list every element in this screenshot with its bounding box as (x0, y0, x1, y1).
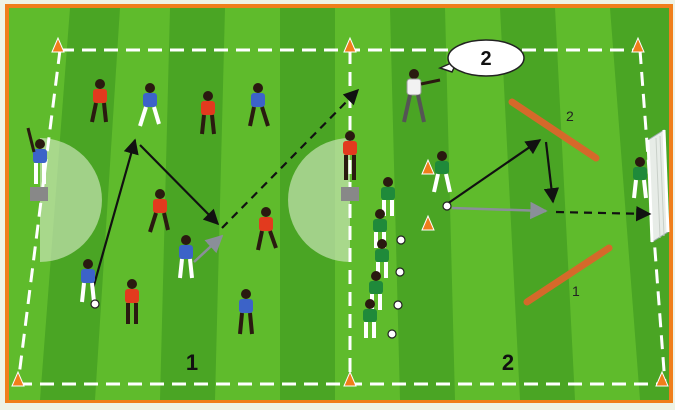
cone-icon (631, 36, 645, 53)
player-red (256, 207, 278, 251)
player-blue (80, 259, 96, 303)
ball-icon (442, 201, 452, 211)
goal (646, 129, 670, 243)
balls (90, 201, 452, 339)
mannequin-top: 2 (508, 98, 600, 162)
ball-icon (393, 300, 403, 310)
cone-icon (655, 370, 669, 387)
dribble-arrows (193, 201, 548, 263)
ball-icon (395, 267, 405, 277)
player-green (375, 239, 389, 278)
mannequin-bottom: 1 (523, 244, 613, 306)
player-red (90, 79, 108, 123)
player-red (125, 279, 139, 324)
cone-icon (11, 370, 25, 387)
ball-icon (387, 329, 397, 339)
cones (11, 36, 669, 387)
cone-icon (343, 36, 357, 53)
player-green (432, 151, 452, 193)
ball-icon (396, 235, 406, 245)
player-blue (178, 235, 194, 279)
players (26, 69, 648, 338)
pass-arrows (90, 138, 560, 293)
cone-icon (421, 214, 435, 231)
mannequin-label: 2 (566, 108, 574, 124)
player-red (200, 91, 216, 135)
zone-label-1: 1 (186, 350, 198, 375)
circle-area-center (288, 138, 350, 262)
pedestal-center (341, 187, 359, 201)
zone-label-2: 2 (502, 350, 514, 375)
mannequin-label: 1 (572, 283, 580, 299)
player-green (381, 177, 395, 216)
player-green (363, 299, 377, 338)
circle-area-left (40, 138, 102, 262)
goalkeeper-red (343, 131, 357, 180)
player-blue (138, 83, 161, 127)
coach (402, 69, 441, 123)
cone-icon (51, 36, 65, 53)
speech-bubble-text: 2 (480, 48, 491, 70)
player-blue (248, 83, 270, 127)
player-blue (238, 289, 254, 335)
speech-bubble: 2 (437, 39, 525, 77)
ball-icon (90, 299, 100, 309)
goalkeeper-blue (26, 127, 47, 184)
run-arrows (221, 88, 652, 229)
player-red (148, 189, 170, 233)
cone-icon (421, 158, 435, 175)
pedestal-left (30, 187, 48, 201)
cone-icon (343, 370, 357, 387)
goalkeeper-green (632, 157, 648, 199)
